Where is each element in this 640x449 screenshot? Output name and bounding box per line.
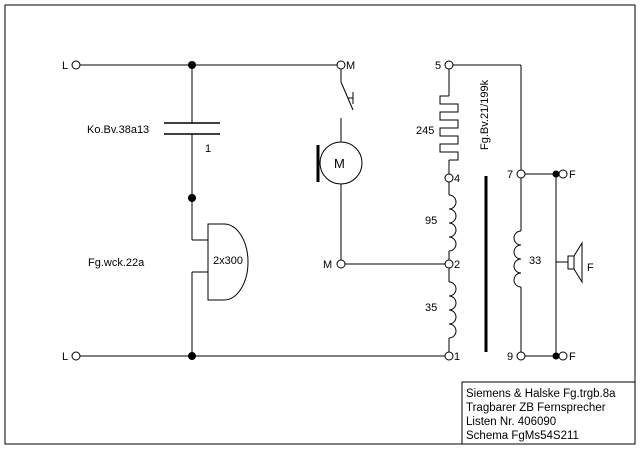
winding-245-label: 245	[416, 125, 434, 137]
terminal-5	[444, 60, 454, 70]
terminal-9	[516, 351, 526, 361]
winding-35	[448, 268, 457, 352]
terminal-4	[444, 173, 454, 183]
junction-bottom	[188, 352, 196, 360]
capacitor-value-label: 1	[205, 143, 211, 155]
winding-95	[448, 182, 457, 260]
transformer-type-label: Fg.Bv.21/199k	[479, 79, 491, 150]
coil-33	[513, 230, 522, 289]
junction-top	[188, 61, 196, 69]
motor-label: M	[334, 156, 345, 171]
terminal-f-bottom	[558, 351, 568, 361]
bell-value-label: 2x300	[213, 255, 243, 267]
winding-35-label: 35	[425, 302, 437, 314]
terminal-4-label: 4	[454, 173, 460, 185]
terminal-l-top	[71, 60, 81, 70]
title-line-4: Schema FgMs54S211	[466, 430, 579, 442]
receiver-wiring	[520, 173, 568, 357]
terminal-2	[444, 259, 454, 269]
hook-switch	[340, 69, 354, 142]
terminal-5-label: 5	[435, 60, 441, 72]
winding-95-label: 95	[425, 215, 437, 227]
junction-f-top	[552, 170, 560, 178]
line-wires	[80, 64, 445, 357]
terminal-l-bottom-label: L	[62, 351, 68, 363]
terminal-m-top-label: M	[346, 60, 355, 72]
title-block	[461, 381, 636, 445]
title-line-2: Tragbarer ZB Fernsprecher	[466, 402, 606, 414]
terminal-9-label: 9	[507, 351, 513, 363]
earpiece-label: F	[587, 262, 594, 274]
terminal-m-mid	[336, 259, 346, 269]
earpiece-icon	[567, 241, 583, 284]
terminal-1	[444, 351, 454, 361]
terminal-l-bottom	[71, 351, 81, 361]
capacitor	[164, 122, 220, 135]
terminal-7-label: 7	[507, 169, 513, 181]
terminal-m-top	[336, 60, 346, 70]
terminal-2-label: 2	[454, 259, 460, 271]
bell-type-label: Fg.wck.22a	[88, 257, 145, 269]
title-line-3: Listen Nr. 406090	[466, 416, 556, 428]
terminal-1-label: 1	[454, 351, 460, 363]
terminal-m-mid-label: M	[323, 259, 332, 271]
terminal-l-top-label: L	[62, 60, 68, 72]
motor-symbol	[316, 141, 363, 260]
junction-mid	[188, 194, 196, 202]
coil-33-label: 33	[529, 255, 541, 267]
drawing-frame	[4, 4, 636, 445]
title-line-1: Siemens & Halske Fg.trgb.8a	[466, 388, 616, 400]
capacitor-type-label: Ko.Bv.38a13	[87, 124, 149, 136]
terminal-7	[516, 169, 526, 179]
terminal-f-top	[558, 169, 568, 179]
terminal-f-top-label: F	[569, 169, 576, 181]
winding-245	[439, 69, 459, 174]
bell-symbol	[207, 223, 249, 301]
junction-f-bottom	[552, 352, 560, 360]
terminal-f-bottom-label: F	[569, 351, 576, 363]
